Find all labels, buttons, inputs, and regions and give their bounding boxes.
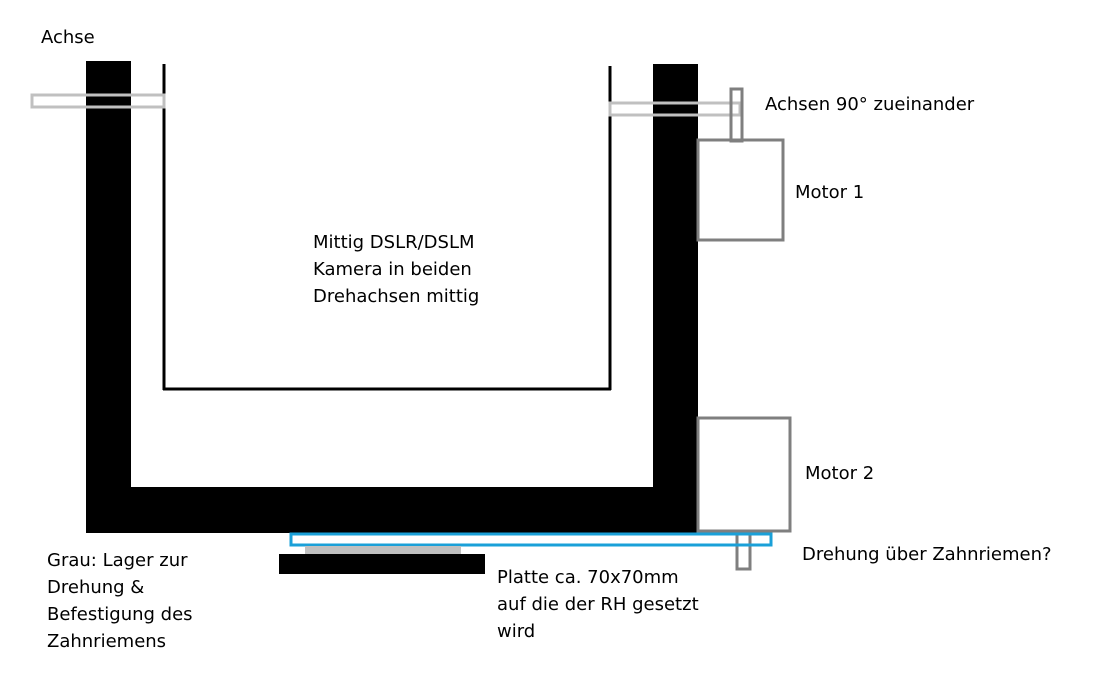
- center-note-line-3: Drehachsen mittig: [313, 286, 480, 307]
- grey-legend-line-2: Drehung &: [47, 577, 145, 598]
- plate-note-line-3: wird: [497, 621, 536, 642]
- center-note-line-2: Kamera in beiden: [313, 259, 472, 280]
- motor2-label: Motor 2: [805, 463, 875, 484]
- outer-frame-right-arm: [653, 64, 698, 533]
- left-axis-bearing: [30, 93, 166, 109]
- belt-label: Drehung über Zahnriemen?: [802, 544, 1052, 565]
- right-axis-bearing: [608, 101, 742, 117]
- outer-u-frame: [86, 61, 698, 533]
- plate-note-line-2: auf die der RH gesetzt: [497, 594, 699, 615]
- grey-legend: Grau: Lager zur Drehung & Befestigung de…: [47, 547, 193, 655]
- plate-outline: [289, 532, 773, 547]
- grey-legend-line-4: Zahnriemens: [47, 631, 167, 652]
- motor2-body: [696, 416, 792, 533]
- outer-frame-bottom: [86, 487, 698, 533]
- axes-90-label: Achsen 90° zueinander: [765, 94, 975, 115]
- plate-note-line-1: Platte ca. 70x70mm: [497, 567, 679, 588]
- grey-legend-line-3: Befestigung des: [47, 604, 193, 625]
- motor2-shaft: [735, 529, 752, 571]
- center-note: Mittig DSLR/DSLM Kamera in beiden Drehac…: [313, 229, 479, 310]
- center-note-line-1: Mittig DSLR/DSLM: [313, 232, 475, 253]
- bottom-bearing: [305, 546, 461, 554]
- outer-frame-left-arm: [86, 61, 131, 533]
- inner-u-frame: [162, 64, 612, 391]
- axis-label: Achse: [41, 27, 95, 48]
- plate-note: Platte ca. 70x70mm auf die der RH gesetz…: [497, 564, 699, 645]
- grey-legend-line-1: Grau: Lager zur: [47, 550, 188, 571]
- motor1-body: [696, 138, 785, 242]
- base-plate: [279, 554, 485, 574]
- motor1-label: Motor 1: [795, 182, 865, 203]
